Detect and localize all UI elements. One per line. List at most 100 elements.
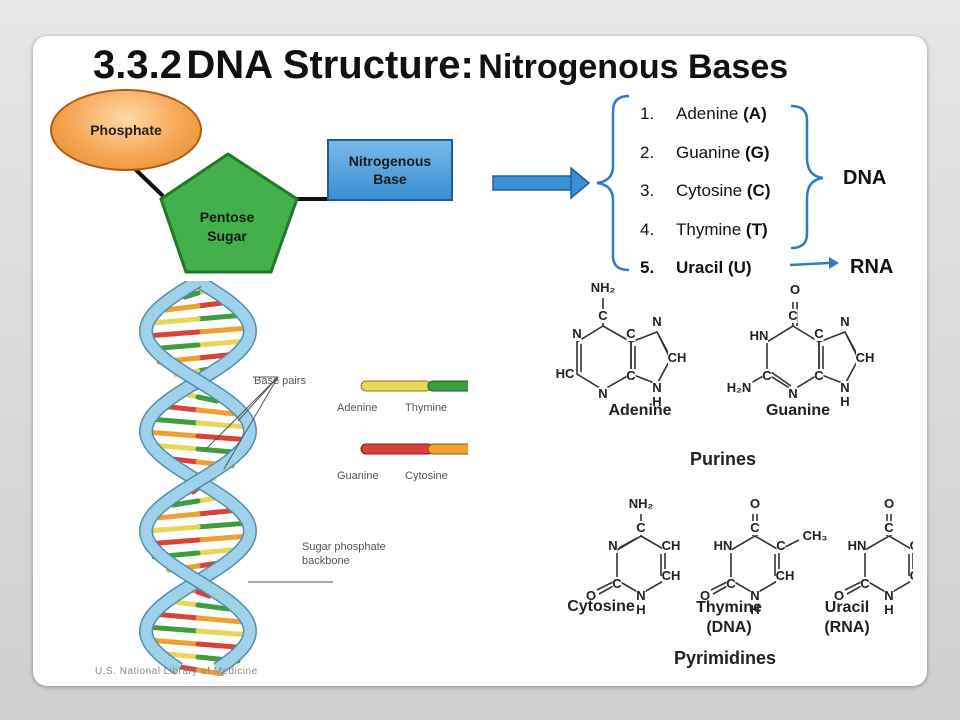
list-number: 4.: [640, 219, 655, 239]
atom-label: H: [884, 602, 893, 617]
base-pairs-label: Base pairs: [254, 375, 306, 387]
dna-helix-illustration: [139, 281, 468, 676]
rna-arrow-line: [789, 261, 830, 267]
atom-label-bg: [776, 569, 794, 583]
atom-label: N: [884, 588, 893, 603]
atom-label: CH: [776, 568, 795, 583]
list-item: 4.Thymine (T): [640, 220, 770, 259]
thymine-name-text: Thymine: [696, 599, 762, 616]
base-rung: [195, 602, 232, 612]
base-code: (G): [745, 142, 770, 162]
atom-label-bg: [662, 539, 680, 553]
atom-label-bg: [652, 381, 662, 395]
atom-label: N: [840, 314, 849, 329]
atom-label: H₂N: [727, 380, 752, 395]
atom-label-bg: [612, 577, 622, 591]
base-rung: [195, 407, 238, 417]
phosphate-bond: [132, 166, 165, 198]
atom-label: CH: [662, 538, 681, 553]
dna-curly-bracket: [790, 104, 824, 250]
base-name: Uracil (U): [676, 258, 752, 277]
image-credit: U.S. National Library of Medicine: [95, 666, 258, 677]
title-number: 3.3.2: [93, 43, 182, 87]
base-pairs-callout-lines: [205, 376, 333, 583]
atom-label: C: [762, 368, 772, 383]
base-rung: [163, 303, 201, 313]
pyrimidines-label: Pyrimidines: [673, 648, 777, 668]
atom-label-bg: [750, 329, 768, 343]
list-item: 1.Adenine (A): [640, 104, 770, 143]
atom-label-bg: [910, 539, 913, 553]
atom-label-bg: [714, 539, 732, 553]
base-rung: [195, 325, 253, 335]
atom-label-bg: [668, 351, 686, 365]
backbone-label-1: Sugar phosphate: [302, 541, 386, 553]
atom-label: NH₂: [591, 280, 616, 295]
atom-label: O: [586, 588, 596, 603]
rna-label: RNA: [850, 256, 894, 278]
atom-label-bg: [860, 577, 870, 591]
atom-label-bg: [814, 327, 824, 341]
list-item: 2.Guanine (G): [640, 143, 770, 182]
atom-label-bg: [840, 395, 850, 409]
atom-label-bg: [556, 367, 574, 381]
atom-label-bg: [750, 521, 760, 535]
adenine-name: Adenine: [608, 402, 672, 419]
backbone-label: Sugar phosphate backbone: [302, 540, 386, 568]
atom-label: N: [750, 588, 759, 603]
base-rung: [195, 667, 225, 676]
atom-label-bg: [884, 521, 894, 535]
dna-label: DNA: [843, 167, 887, 189]
atom-label-bg: [652, 315, 662, 329]
atom-label-bg: [750, 589, 760, 603]
atom-label-bg: [589, 281, 617, 295]
pair-label-thymine: Thymine: [405, 402, 448, 414]
base-rung: [195, 394, 220, 404]
base-code: (T): [745, 219, 768, 239]
left-curly-bracket: [596, 94, 630, 272]
atom-label: O: [834, 588, 844, 603]
atom-label: H: [636, 602, 645, 617]
atom-label-bg: [750, 603, 760, 617]
atom-label: HN: [848, 538, 867, 553]
atom-label-bg: [598, 309, 608, 323]
sugar-label-1: Pentose: [199, 209, 255, 225]
atom-label: HN: [750, 328, 769, 343]
atom-label: N: [598, 386, 607, 401]
atom-label-bg: [884, 589, 894, 603]
atom-label: C: [814, 326, 824, 341]
cytosine-name: Cytosine: [567, 598, 635, 615]
atom-label-bg: [626, 327, 636, 341]
atom-label: N: [636, 588, 645, 603]
cytosine-structure: [596, 514, 666, 595]
atom-label: CH: [910, 568, 913, 583]
base-code: (A): [743, 104, 767, 123]
atom-label: O: [884, 496, 894, 511]
pentose-sugar-pentagon: [159, 152, 299, 274]
list-item: 5.Uracil (U): [640, 258, 770, 297]
page-title: 3.3.2 DNA Structure: Nitrogenous Bases: [93, 43, 788, 88]
backbone-strand: [140, 281, 256, 674]
base-label-2: Base: [373, 171, 407, 187]
atom-label-bg: [586, 589, 596, 603]
atom-label-bg: [636, 589, 646, 603]
adenine-structure: [576, 298, 672, 391]
title-main: DNA Structure:: [186, 43, 474, 87]
title-sub: Nitrogenous Bases: [478, 48, 789, 86]
atom-label: N: [840, 380, 849, 395]
atom-label-bg: [840, 315, 850, 329]
list-number: 2.: [640, 142, 655, 162]
base-rung: [195, 615, 246, 625]
base-code: (C): [746, 181, 771, 200]
atom-label: C: [750, 520, 760, 535]
pair-label-guanine: Guanine: [337, 470, 379, 482]
atom-label: HC: [556, 366, 575, 381]
atom-label-bg: [636, 521, 646, 535]
atom-label-bg: [840, 381, 850, 395]
list-number: 3.: [640, 181, 655, 200]
atom-label-bg: [608, 539, 618, 553]
atom-label: C: [884, 520, 894, 535]
atom-label: C: [776, 538, 786, 553]
purines-label: Purines: [689, 449, 757, 469]
